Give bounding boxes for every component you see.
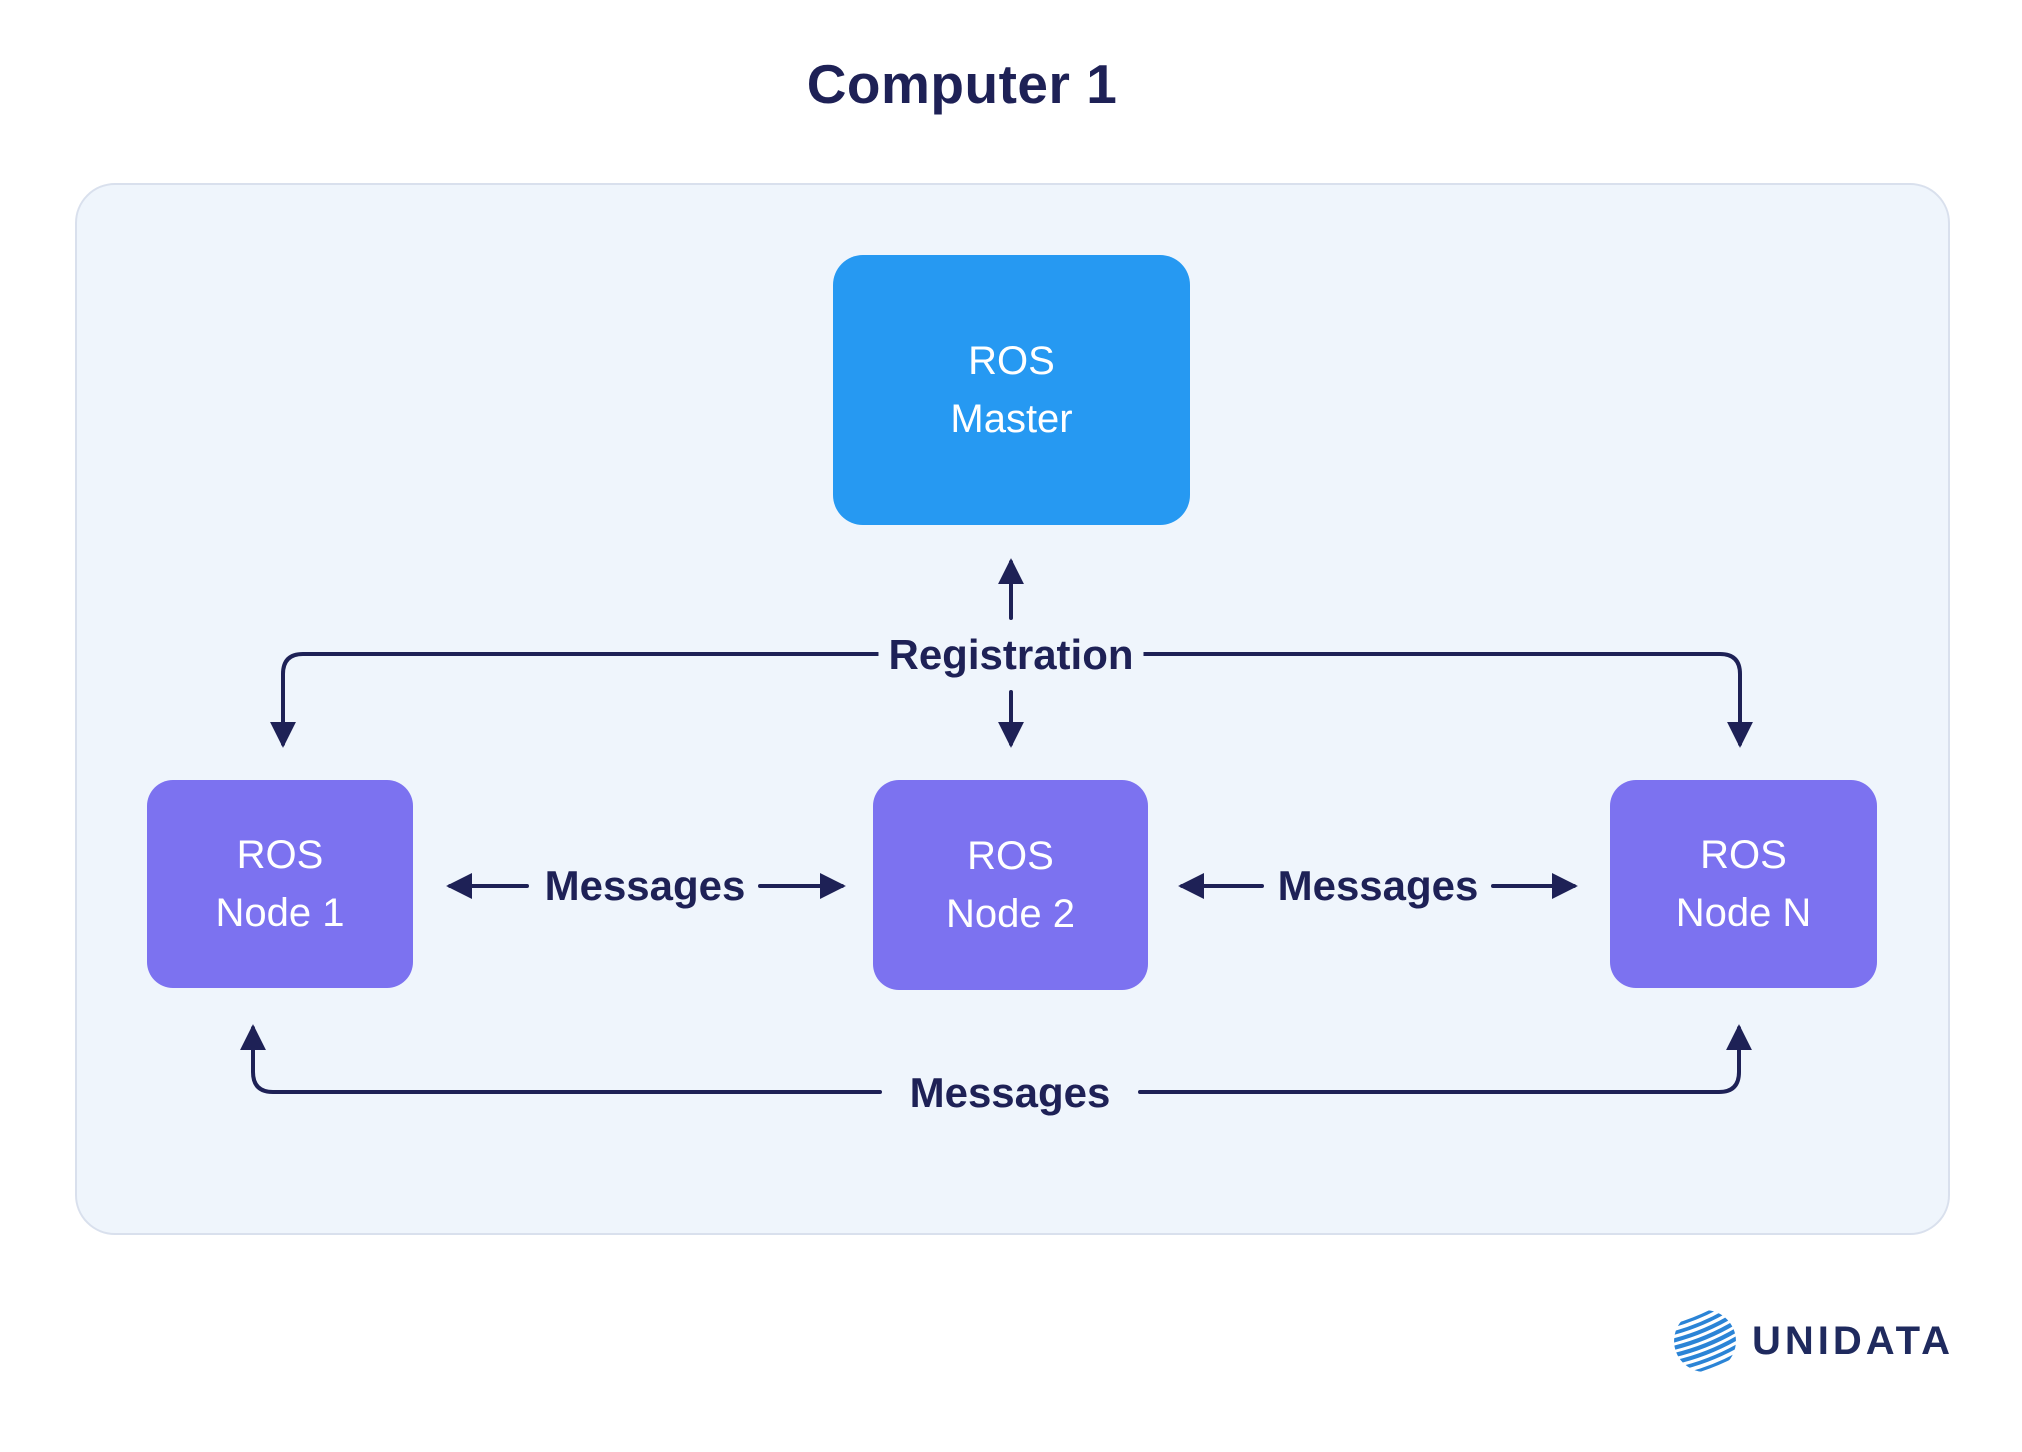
unidata-logo: UNIDATA <box>1671 1308 1954 1374</box>
ros-node2-box: ROS Node 2 <box>873 780 1148 990</box>
ros-node2-label-line2: Node 2 <box>946 892 1075 936</box>
messages-edge-label-node1-node2: Messages <box>544 862 746 909</box>
registration-edge-label: Registration <box>878 631 1144 679</box>
ros-node1-label-line2: Node 1 <box>215 891 345 935</box>
messages-edge-label-node2-nodeN: Messages <box>1277 862 1479 909</box>
ros-master-label-line2: Master <box>950 397 1073 441</box>
unidata-wordmark: UNIDATA <box>1751 1318 1954 1363</box>
ros-node2-label-line1: ROS <box>967 834 1054 878</box>
ros-nodeN-label-line1: ROS <box>1700 833 1787 877</box>
ros-node1-label-line1: ROS <box>236 833 324 877</box>
ros-master-label-line1: ROS <box>968 339 1055 383</box>
ros-nodeN-box: ROS Node N <box>1610 780 1877 988</box>
unidata-globe-icon <box>1671 1308 1738 1374</box>
ros-nodeN-label-line2: Node N <box>1675 891 1812 935</box>
messages-edge-label-node1-nodeN: Messages <box>899 1069 1121 1117</box>
ros-node1-box: ROS Node 1 <box>147 780 413 988</box>
diagram-title: Computer 1 <box>806 53 1118 115</box>
ros-master-box: ROS Master <box>833 255 1190 525</box>
